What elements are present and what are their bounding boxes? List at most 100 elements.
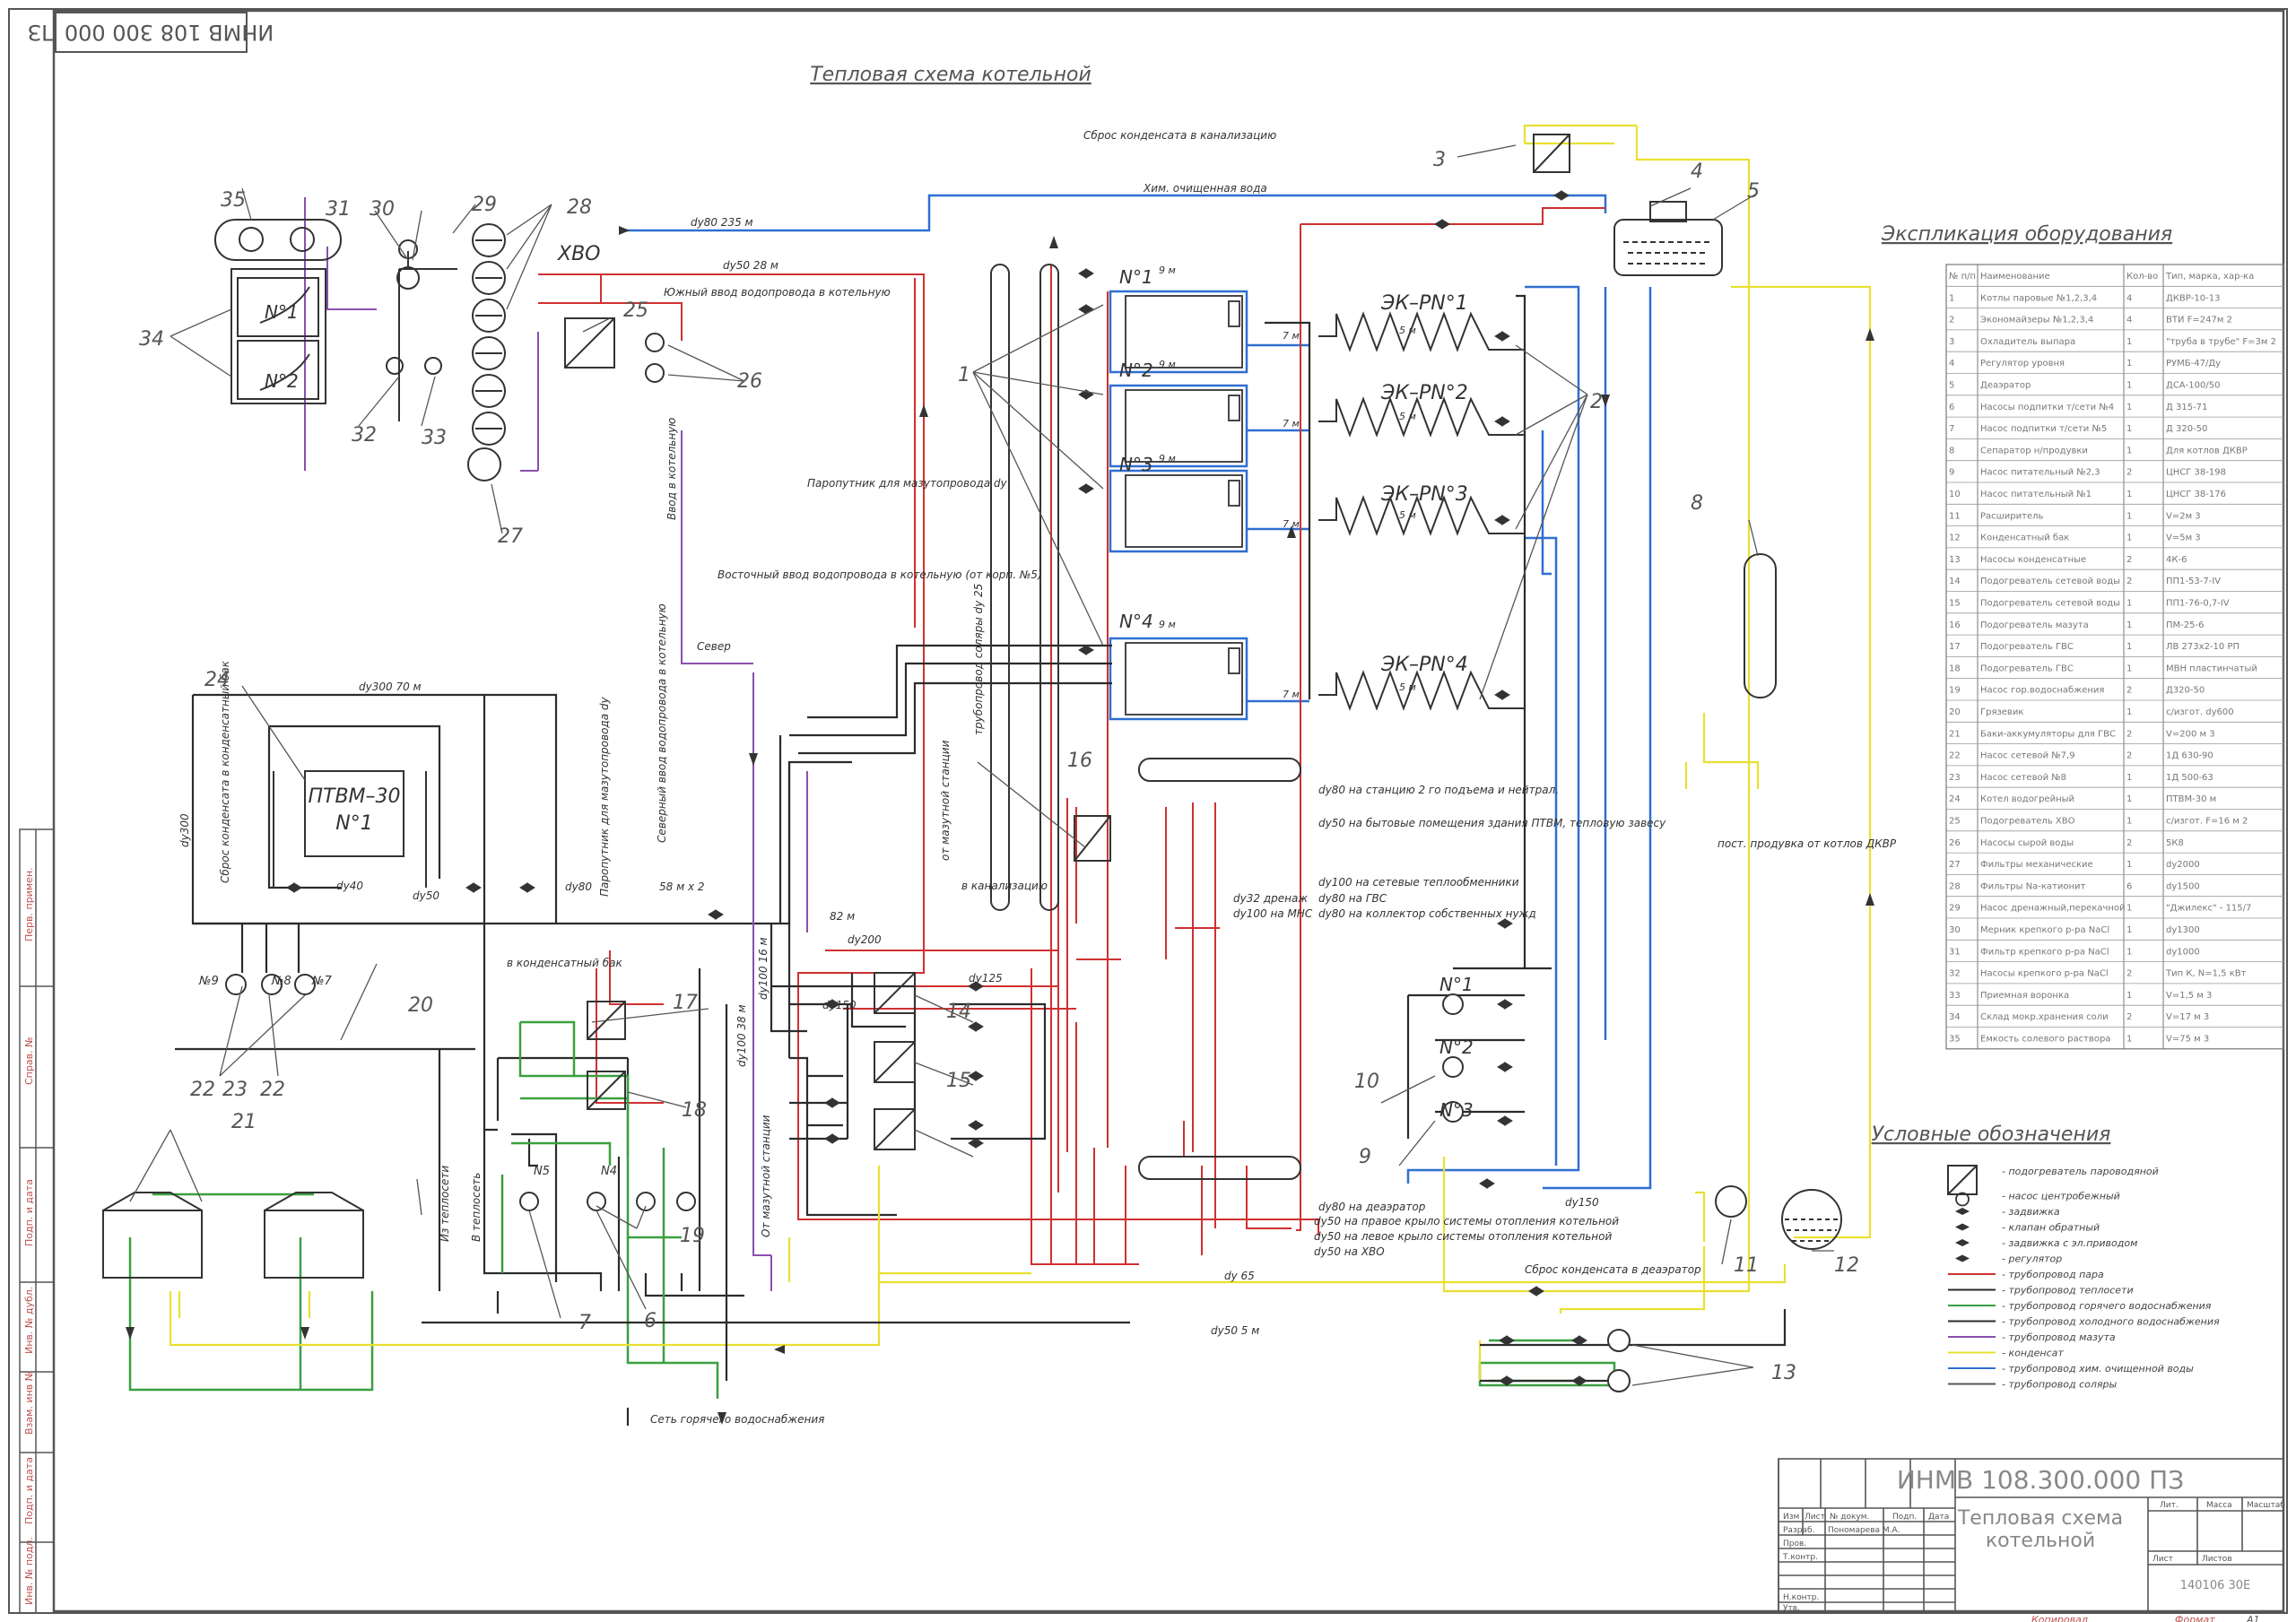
legend: - подогреватель пароводяной- насос центр… (1947, 1165, 2220, 1391)
tb-title-2: котельной (1986, 1530, 2095, 1552)
len-5m-2: 5 м (1399, 411, 1416, 422)
explication-cell: 1 (2126, 817, 2132, 827)
label-parosputnik: Паропутник для мазутопровода dу (807, 477, 1008, 490)
len-9m-3: 9 м (1159, 453, 1176, 464)
callout-9: 9 (1359, 1146, 1371, 1168)
explication-cell: 4 (1949, 359, 1954, 369)
explication-cell: 1 (2126, 620, 2132, 630)
legend-item-label: - конденсат (2002, 1348, 2064, 1359)
legend-item-label: - подогреватель пароводяной (2002, 1166, 2159, 1177)
callout-18: 18 (682, 1099, 707, 1122)
explication-cell: Подогреватель мазута (1980, 620, 2089, 630)
explication-cell: ПП1-76-0,7-IV (2166, 599, 2230, 609)
explication-cell: Подогреватель ХВО (1980, 817, 2075, 827)
explication-cell: V=200 м 3 (2166, 729, 2215, 739)
explication-cell: Для котлов ДКВР (2166, 446, 2248, 455)
legend-valve-symbol (1955, 1239, 1970, 1246)
label-sbros-kond-bak: Сброс конденсата в конденсатный бак (219, 660, 231, 883)
explication-cell: 2 (2126, 686, 2132, 696)
side-label-3: Подп. и дата (23, 1179, 35, 1246)
callout-28: 28 (567, 196, 592, 219)
len-7m-1: 7 м (1283, 330, 1300, 342)
explication-cell: ЛВ 273х2-10 РП (2166, 642, 2239, 652)
tb-massa: Масса (2206, 1501, 2232, 1510)
explication-cell: 1 (2126, 904, 2132, 914)
pump-n4: N4 (601, 1165, 617, 1178)
explication-cell: Конденсатный бак (1980, 533, 2069, 543)
explication-cell: 2 (2126, 729, 2132, 739)
pipes-chem-water (619, 194, 1652, 1190)
len-5m-4: 5 м (1399, 681, 1416, 693)
explication-cell: ПТВМ-30 м (2166, 794, 2216, 804)
explication-cell: 1 (2126, 533, 2132, 543)
label-dy100-16: dу100 16 м (757, 937, 770, 1000)
explication-cell: 1 (2126, 381, 2132, 391)
explication-cell: Насос гор.водоснабжения (1980, 686, 2104, 696)
explication-cell: 34 (1949, 1012, 1961, 1022)
explication-cell: Склад мокр.хранения соли (1980, 1012, 2109, 1022)
explication-cell: 28 (1949, 881, 1961, 891)
explication-cell: 4К-6 (2166, 555, 2187, 565)
legend-valve-symbol (1955, 1223, 1970, 1231)
explication-cell: 12 (1949, 533, 1961, 543)
tb-razrab-name: Пономарева М.А. (1828, 1526, 1900, 1535)
label-dy80: dу80 (565, 880, 592, 893)
legend-item-label: - трубопровод хим. очищенной воды (2002, 1363, 2194, 1375)
label-82m: 82 м (830, 910, 855, 923)
explication-cell: 2 (1949, 316, 1954, 325)
callout-1: 1 (958, 364, 970, 386)
salt-solution-tank (214, 219, 342, 261)
explication-cell: V=75 м 3 (2166, 1035, 2209, 1045)
pumps (225, 974, 1631, 1392)
label-dy50-pravoe: dу50 на правое крыло системы отопления к… (1314, 1215, 1619, 1227)
explication-cell: 1 (2126, 925, 2132, 935)
tb-nkontr: Н.контр. (1783, 1593, 1819, 1602)
pipes-steam (538, 207, 1605, 1265)
callout-21: 21 (231, 1111, 257, 1133)
callout-24: 24 (204, 669, 230, 691)
explication-cell: 31 (1949, 947, 1961, 957)
legend-item-label: - трубопровод соляры (2002, 1379, 2118, 1391)
legend-item-label: - задвижка (2002, 1206, 2060, 1218)
explication-cell: 21 (1949, 729, 1961, 739)
explication-cell: 7 (1949, 424, 1954, 434)
explication-cell: 1 (2126, 773, 2132, 783)
explication-cell: Фильтр крепкого р-ра NaCl (1980, 947, 2109, 957)
ek3-label: ЭК–РN°3 (1380, 483, 1468, 506)
explication-cell: Фильтры Na-катионит (1980, 881, 2086, 891)
callout-23: 23 (222, 1079, 248, 1101)
label-soliarka: трубопровод соляры dу 25 (972, 584, 985, 735)
label-dy50-byt: dу50 на бытовые помещения здания ПТВМ, т… (1318, 817, 1666, 829)
title-block (1778, 1458, 2284, 1612)
len-9m-4: 9 м (1159, 619, 1176, 630)
explication-cell: 6 (2126, 881, 2132, 891)
explication-cell: 5К8 (2166, 838, 2184, 848)
explication-cell: 1 (2126, 707, 2132, 717)
explication-cell: 11 (1949, 511, 1961, 521)
label-dy32-dren: dу32 дренаж (1233, 892, 1308, 905)
ptvm-boiler (273, 770, 427, 888)
explication-cell: 24 (1949, 794, 1961, 804)
label-set-gvs: Сеть горячего водоснабжения (650, 1413, 824, 1426)
explication-cell: ДСА-100/50 (2166, 381, 2220, 391)
explication-cell: 1 (2126, 599, 2132, 609)
explication-header: Тип, марка, хар-ка (2165, 272, 2254, 282)
callout-34: 34 (139, 328, 164, 351)
label-sbros-deaer: Сброс конденсата в деаэратор (1525, 1263, 1701, 1276)
explication-cell: Котел водогрейный (1980, 794, 2074, 804)
label-dy50-hvo: dу50 на ХВО (1314, 1245, 1385, 1258)
explication-cell: Баки-аккумуляторы для ГВС (1980, 729, 2116, 739)
tb-prov: Пров. (1783, 1540, 1806, 1548)
explication-cell: Регулятор уровня (1980, 359, 2065, 369)
explication-cell: dу1500 (2166, 881, 2200, 891)
boiler-n1: N°1 (1119, 266, 1153, 288)
explication-cell: 2 (2126, 751, 2132, 761)
explication-cell: ВТИ F=247м 2 (2166, 316, 2232, 325)
legend-item-label: - клапан обратный (2002, 1222, 2100, 1234)
hvo-label: ХВО (557, 243, 600, 265)
callout-5: 5 (1747, 180, 1760, 203)
explication-cell: V=5м 3 (2166, 533, 2201, 543)
tb-format: Формат (2175, 1614, 2215, 1622)
tb-razrab: Разраб. (1783, 1526, 1814, 1535)
explication-cell: 5 (1949, 381, 1954, 391)
